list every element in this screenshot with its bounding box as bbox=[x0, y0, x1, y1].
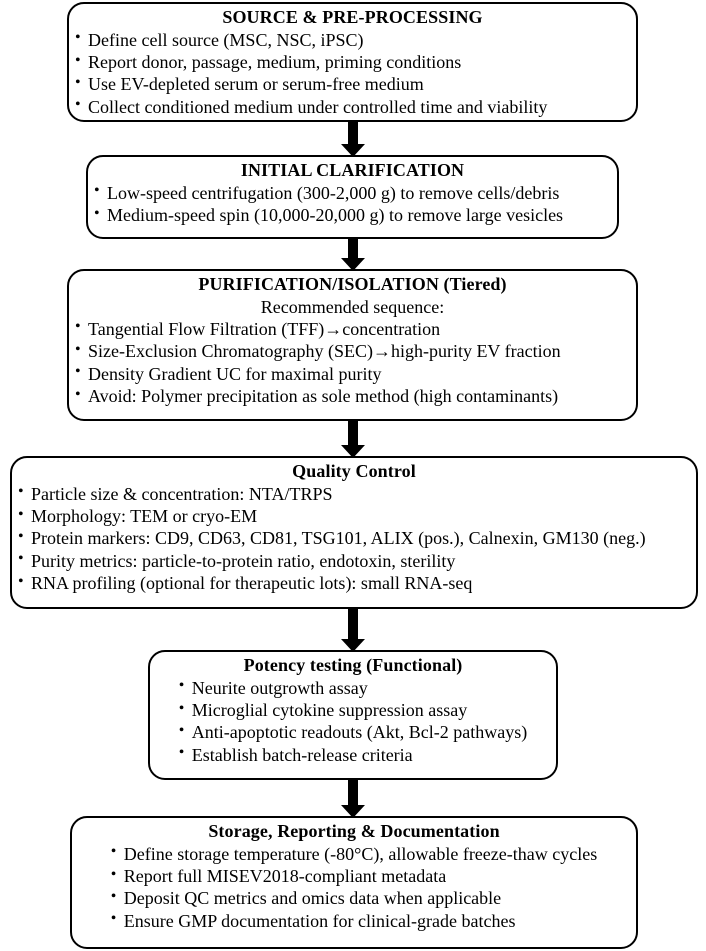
node-title-potency: Potency testing (Functional) bbox=[243, 655, 463, 675]
list-item: Avoid: Polymer precipitation as sole met… bbox=[75, 385, 630, 407]
list-item: Tangential Flow Filtration (TFF)→concent… bbox=[75, 317, 630, 340]
list-item: Anti-apoptotic readouts (Akt, Bcl-2 path… bbox=[179, 721, 527, 743]
node-bullets-quality-control: Particle size & concentration: NTA/TRPS … bbox=[18, 482, 690, 595]
list-item: Establish batch-release criteria bbox=[179, 743, 527, 766]
node-bullets-potency: Neurite outgrowth assay Microglial cytok… bbox=[179, 676, 527, 767]
node-title-quality-control: Quality Control bbox=[292, 461, 416, 481]
connector-arrow-down-5 bbox=[341, 778, 365, 818]
node-subtitle-purification: Recommended sequence: bbox=[260, 296, 445, 317]
node-bullets-clarification: Low-speed centrifugation (300-2,000 g) t… bbox=[94, 181, 611, 227]
flow-node-storage: Storage, Reporting & Documentation Defin… bbox=[70, 816, 638, 949]
list-item: Purity metrics: particle-to-protein rati… bbox=[18, 549, 690, 572]
list-item: Define storage temperature (-80°C), allo… bbox=[111, 842, 597, 865]
node-bullets-storage: Define storage temperature (-80°C), allo… bbox=[111, 842, 597, 933]
list-item: Neurite outgrowth assay bbox=[179, 676, 527, 699]
list-item: Report full MISEV2018-compliant metadata bbox=[111, 865, 597, 887]
list-item: Define cell source (MSC, NSC, iPSC) bbox=[75, 28, 630, 51]
node-bullets-purification: Tangential Flow Filtration (TFF)→concent… bbox=[75, 317, 630, 408]
list-item: Protein markers: CD9, CD63, CD81, TSG101… bbox=[18, 527, 690, 549]
list-item: Collect conditioned medium under control… bbox=[75, 95, 630, 118]
list-item: Deposit QC metrics and omics data when a… bbox=[111, 887, 597, 909]
node-bullets-source: Define cell source (MSC, NSC, iPSC) Repo… bbox=[75, 28, 630, 119]
arrow-shaft bbox=[348, 120, 358, 145]
node-title-source: SOURCE & PRE-PROCESSING bbox=[222, 7, 483, 27]
list-item: Density Gradient UC for maximal purity bbox=[75, 362, 630, 385]
connector-arrow-down-4 bbox=[341, 607, 365, 652]
list-item: Use EV-depleted serum or serum-free medi… bbox=[75, 73, 630, 95]
connector-arrow-down-2 bbox=[341, 237, 365, 271]
connector-arrow-down-1 bbox=[341, 120, 365, 157]
flow-node-purification: PURIFICATION/ISOLATION (Tiered) Recommen… bbox=[67, 269, 638, 421]
arrow-shaft bbox=[348, 778, 358, 806]
list-item: Morphology: TEM or cryo-EM bbox=[18, 505, 690, 527]
node-title-purification: PURIFICATION/ISOLATION (Tiered) bbox=[198, 274, 507, 294]
arrow-head-icon bbox=[341, 258, 365, 271]
node-title-clarification: INITIAL CLARIFICATION bbox=[240, 160, 465, 180]
list-item: Microglial cytokine suppression assay bbox=[179, 699, 527, 721]
arrow-head-icon bbox=[341, 445, 365, 458]
flow-node-source: SOURCE & PRE-PROCESSING Define cell sour… bbox=[67, 2, 638, 122]
flow-node-clarification: INITIAL CLARIFICATION Low-speed centrifu… bbox=[86, 155, 619, 239]
list-item: Low-speed centrifugation (300-2,000 g) t… bbox=[94, 181, 611, 204]
arrow-head-icon bbox=[341, 639, 365, 652]
flow-node-potency: Potency testing (Functional) Neurite out… bbox=[148, 650, 558, 780]
arrow-shaft bbox=[348, 607, 358, 640]
arrow-head-icon bbox=[341, 144, 365, 157]
arrow-shaft bbox=[348, 237, 358, 259]
list-item: Particle size & concentration: NTA/TRPS bbox=[18, 482, 690, 505]
list-item: RNA profiling (optional for therapeutic … bbox=[18, 572, 690, 594]
list-item: Report donor, passage, medium, priming c… bbox=[75, 51, 630, 73]
connector-arrow-down-3 bbox=[341, 419, 365, 458]
arrow-head-icon bbox=[341, 805, 365, 818]
list-item: Medium-speed spin (10,000-20,000 g) to r… bbox=[94, 204, 611, 226]
list-item: Ensure GMP documentation for clinical-gr… bbox=[111, 909, 597, 932]
arrow-shaft bbox=[348, 419, 358, 446]
list-item: Size-Exclusion Chromatography (SEC)→high… bbox=[75, 340, 630, 362]
node-title-storage: Storage, Reporting & Documentation bbox=[208, 821, 500, 841]
flow-node-quality-control: Quality Control Particle size & concentr… bbox=[10, 456, 698, 609]
